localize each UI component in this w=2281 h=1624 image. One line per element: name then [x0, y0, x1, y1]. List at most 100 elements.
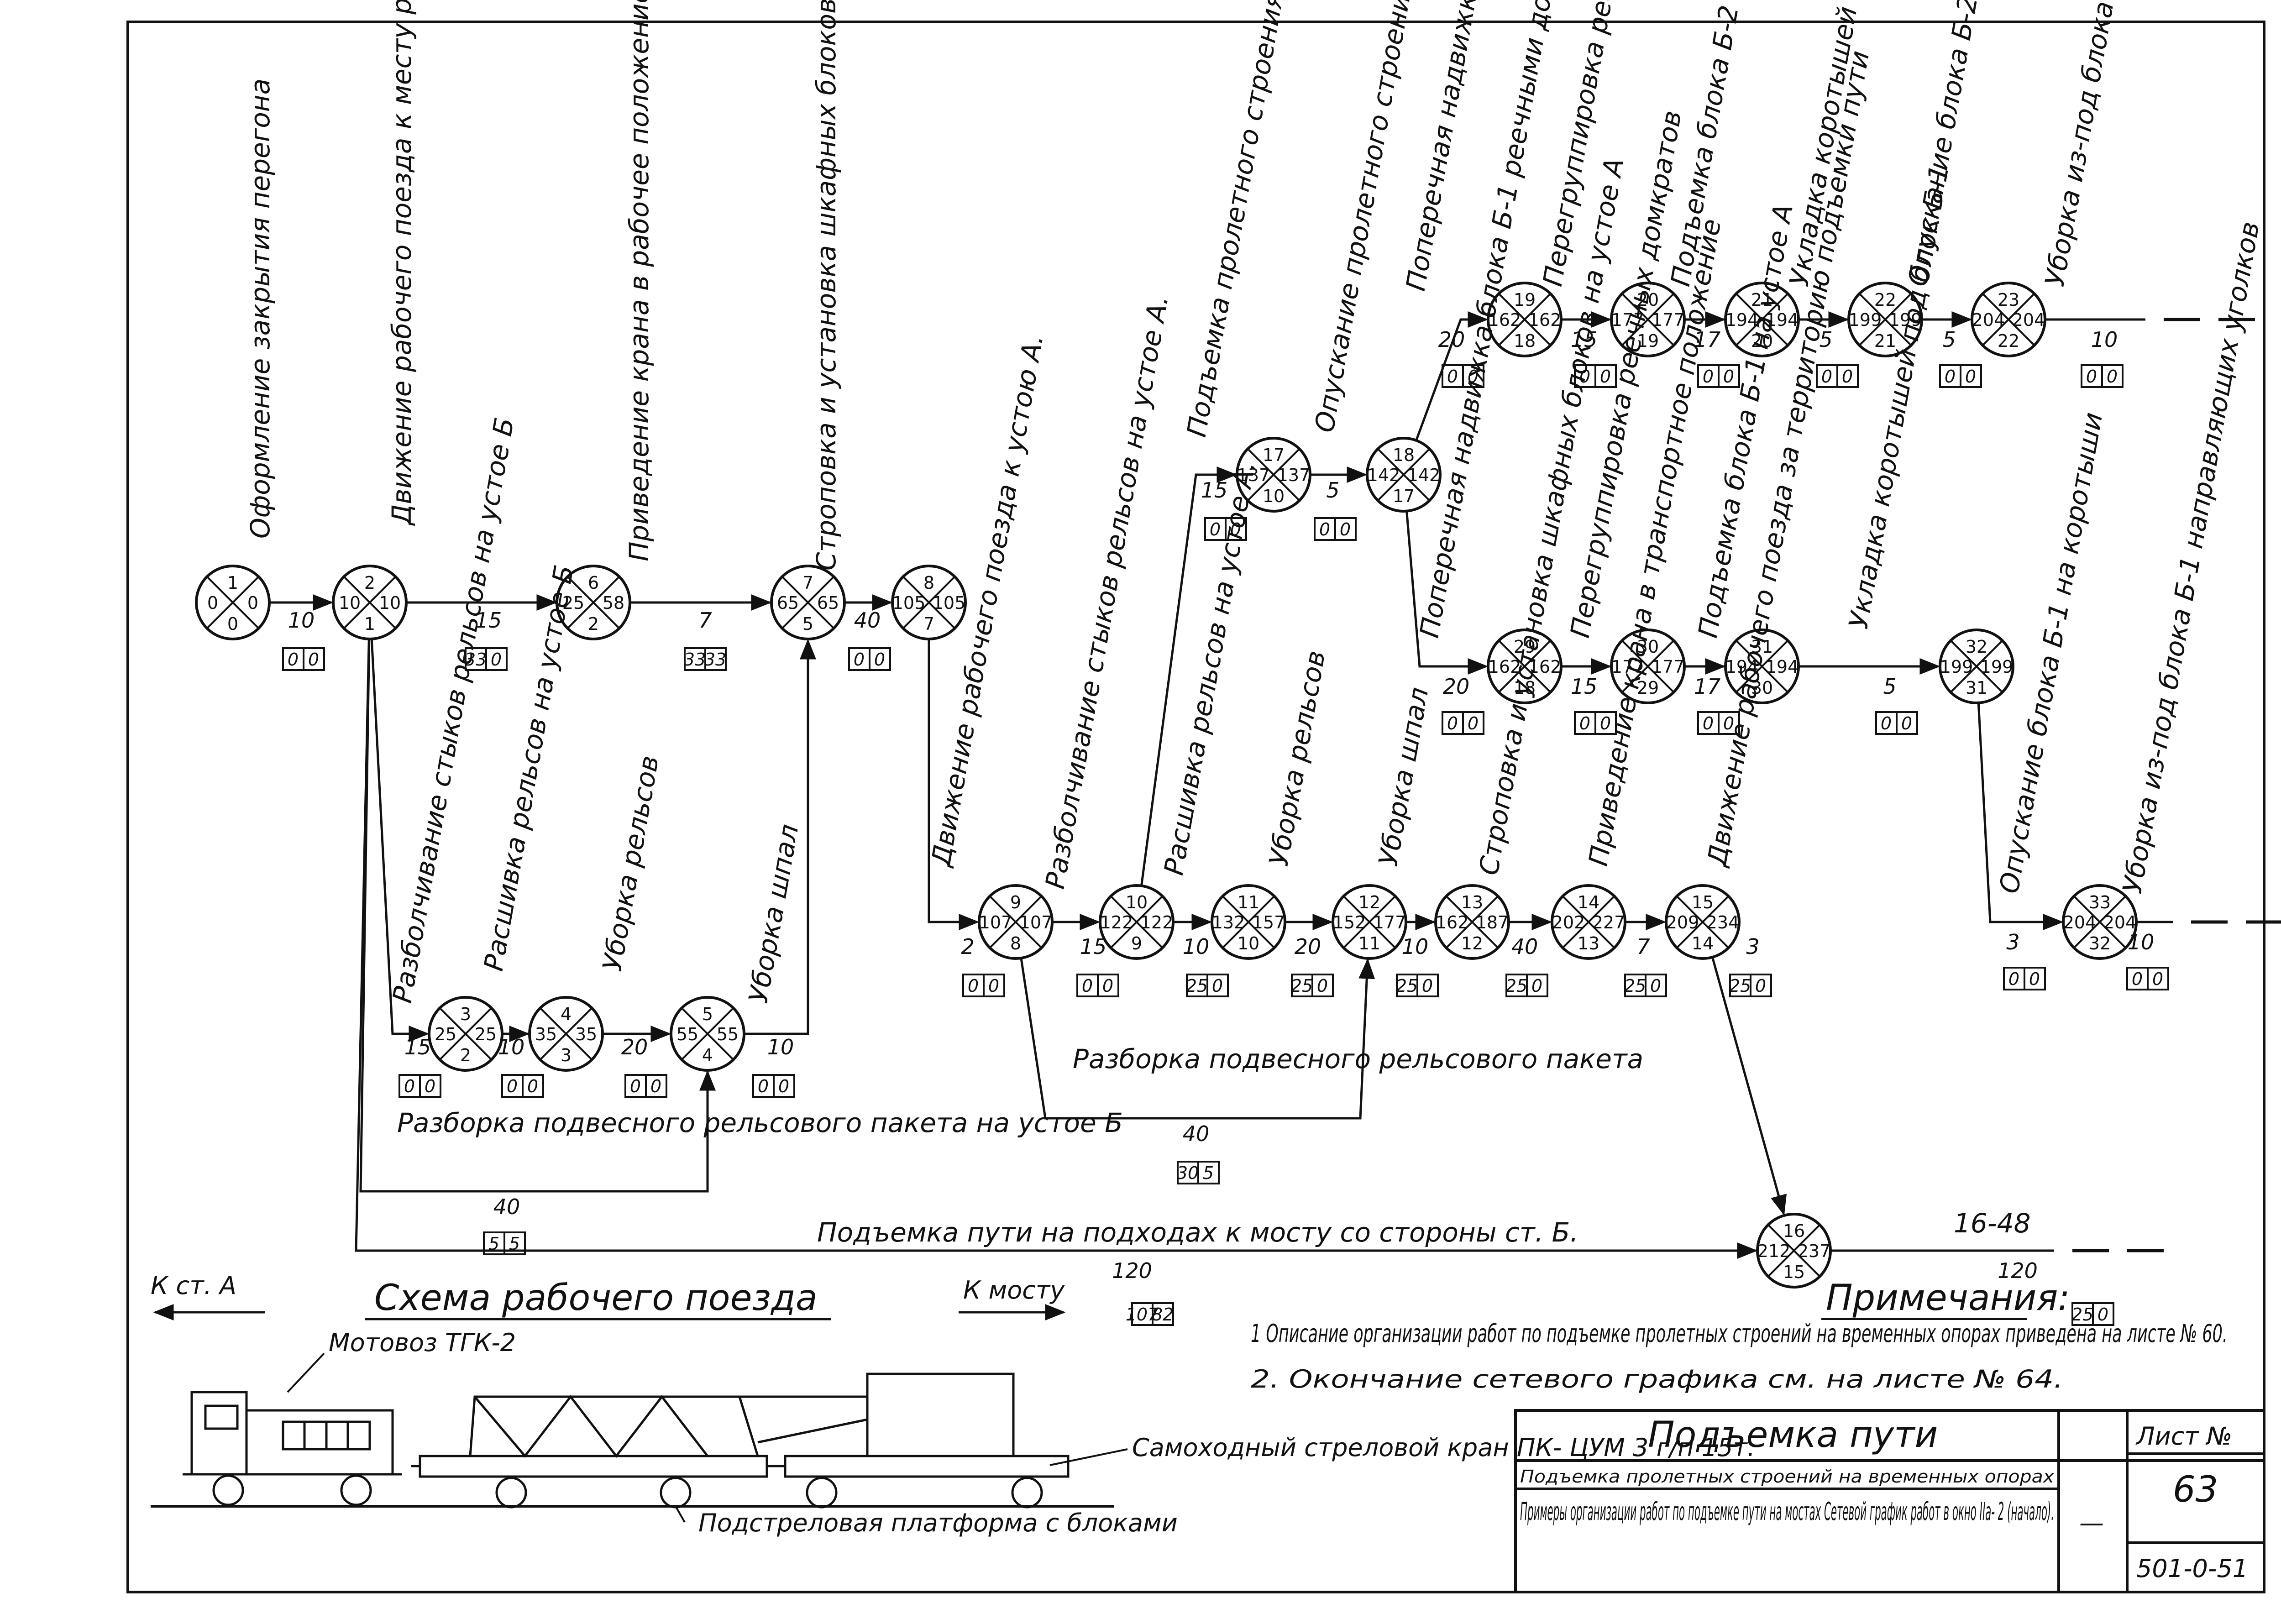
- reserve-value: 25: [1291, 976, 1313, 996]
- event-predecessor: 17: [1393, 486, 1415, 506]
- reserve-value: 5: [1203, 1163, 1214, 1183]
- activity-duration: 20: [1438, 327, 1465, 352]
- event-early-time: 25: [435, 1024, 456, 1044]
- reserve-value: 25: [2071, 1304, 2093, 1325]
- activity-arrow: [744, 639, 816, 1035]
- activity-duration: 40: [1511, 934, 1538, 959]
- event-late-time: 0: [247, 593, 258, 613]
- continuation-dashes: [2072, 318, 2281, 1252]
- stamp-line2: Примеры организации работ по подъемке пу…: [1520, 1497, 2054, 1526]
- event-predecessor: 12: [1461, 933, 1483, 953]
- activity-duration: 5: [1819, 327, 1832, 352]
- event-early-time: 194: [1725, 657, 1759, 677]
- activity-arrow: [1140, 466, 1238, 886]
- reserve-value: 0: [308, 650, 319, 670]
- reserve-value: 0: [1082, 976, 1093, 996]
- event-early-time: 162: [1488, 310, 1521, 330]
- crane-leader: [1049, 1448, 1128, 1466]
- activity-arrow: [1415, 311, 1489, 441]
- activity-duration: 15: [1080, 934, 1107, 959]
- reserve-value: 0: [1468, 367, 1479, 387]
- event-number: 18: [1393, 445, 1415, 465]
- reserve-value: 0: [288, 650, 299, 670]
- reserve-value: 0: [1447, 367, 1458, 387]
- reserve-value: 25: [1505, 976, 1527, 996]
- event-early-time: 10: [339, 593, 361, 613]
- reserve-value: 0: [527, 1076, 538, 1096]
- reserve-value: 25: [1624, 976, 1646, 996]
- activity-duration: 40: [1183, 1121, 1210, 1146]
- reserve-value: 0: [1881, 713, 1892, 733]
- event-early-time: 132: [1212, 912, 1245, 932]
- reserve-value: 0: [968, 976, 979, 996]
- event-late-time: 194: [1766, 657, 1799, 677]
- activity-arrow: [1020, 958, 1375, 1120]
- reserve-value: 33: [704, 650, 726, 670]
- activity-duration: 10: [288, 608, 315, 633]
- event-number: 14: [1578, 892, 1599, 912]
- event-late-time: 194: [1766, 310, 1799, 330]
- loco-label: Мотовоз ТГК-2: [329, 1328, 516, 1357]
- event-predecessor: 11: [1358, 933, 1380, 953]
- activity-duration: 15: [475, 608, 502, 633]
- reserve-value: 0: [1230, 519, 1241, 540]
- reserve-value: 0: [1600, 367, 1611, 387]
- activity-duration: 120: [1112, 1258, 1152, 1283]
- event-early-time: 35: [535, 1024, 557, 1044]
- note-1: 1 Описание организации работ по подъемке…: [1251, 1319, 2228, 1348]
- reserve-value: 33: [465, 650, 487, 670]
- event-predecessor: 14: [1692, 933, 1714, 953]
- reserve-value: 0: [1600, 713, 1611, 733]
- activity-label: Уборка рельсов: [597, 753, 665, 973]
- reserve-value: 0: [778, 1076, 789, 1096]
- event-early-time: 212: [1757, 1241, 1791, 1261]
- event-late-time: 162: [1528, 657, 1562, 677]
- event-predecessor: 1: [364, 614, 375, 634]
- reserve-value: 0: [1650, 976, 1661, 996]
- event-early-time: 177: [1611, 310, 1645, 330]
- activity-duration: 3: [1746, 934, 1759, 959]
- platform-with-blocks: [411, 1394, 768, 1509]
- reserve-value: 0: [1319, 519, 1330, 540]
- event-number: 12: [1358, 892, 1380, 912]
- event-number: 32: [1966, 637, 1987, 657]
- event-number: 3: [460, 1004, 471, 1024]
- event-late-time: 122: [1140, 912, 1174, 932]
- activity-arrow: [928, 639, 980, 930]
- event-early-time: 122: [1100, 912, 1133, 932]
- event-predecessor: 31: [1966, 678, 1987, 698]
- activity-arrow: [355, 639, 1758, 1259]
- reserve-value: 0: [874, 650, 885, 670]
- event-predecessor: 19: [1637, 331, 1659, 351]
- activity-label: Разборка подвесного рельсового пакета на…: [397, 1107, 1123, 1138]
- activity-duration: 5: [1326, 478, 1339, 503]
- activity-duration: 10: [1402, 934, 1429, 959]
- event-number: 2: [364, 573, 375, 593]
- reserve-value: 0: [2029, 969, 2040, 989]
- reserve-value: 0: [425, 1076, 435, 1096]
- event-late-time: 204: [2103, 912, 2137, 932]
- event-early-time: 152: [1333, 912, 1366, 932]
- crane-label: Самоходный стреловой кран ПК- ЦУМ 3 г/п …: [1132, 1433, 1755, 1462]
- event-number: 16: [1783, 1221, 1805, 1241]
- event-number: 17: [1263, 445, 1285, 465]
- event-late-time: 187: [1476, 912, 1509, 932]
